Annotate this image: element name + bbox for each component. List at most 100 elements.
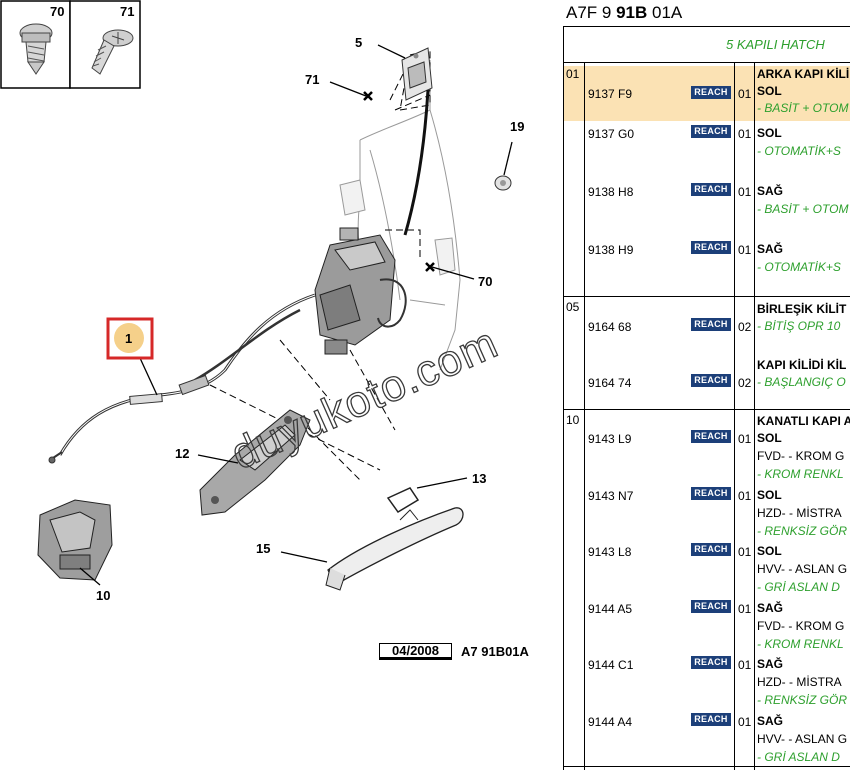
row-variant: HZD- - MİSTRA	[757, 675, 842, 689]
part-1-control-cable	[48, 293, 316, 464]
row-note: - KROM RENKL	[757, 467, 844, 481]
row-note: - BAŞLANGIÇ O	[757, 375, 846, 389]
callout-leader-lines	[79, 44, 513, 586]
col-line-3	[754, 63, 755, 770]
callout-13: 13	[472, 471, 486, 486]
latch-cable	[403, 89, 430, 236]
reach-badge: REACH	[691, 183, 731, 196]
reach-badge: REACH	[691, 713, 731, 726]
callout-1-highlight[interactable]: 1	[106, 317, 154, 360]
col-line-2	[734, 63, 735, 770]
row-note: - BASİT + OTOM	[757, 101, 849, 115]
row-note: - GRİ ASLAN D	[757, 580, 840, 594]
row-title: KAPI KİLİDİ KİL	[757, 358, 847, 372]
row-note: - KROM RENKL	[757, 637, 844, 651]
part-qty: 01	[738, 243, 752, 257]
screw-71-icon	[91, 29, 134, 75]
reach-badge: REACH	[691, 487, 731, 500]
part-qty: 01	[738, 545, 752, 559]
screw-position-marks	[363, 91, 435, 272]
part-qty: 01	[738, 658, 752, 672]
reach-badge: REACH	[691, 86, 731, 99]
watermark-text: duyukoto.com	[224, 318, 505, 479]
part-ref: 9144 C1	[588, 658, 634, 672]
callout-19: 19	[510, 119, 524, 134]
callout-71: 71	[305, 72, 319, 87]
row-side: SOL	[757, 488, 782, 502]
row-variant: HVV- - ASLAN G	[757, 562, 848, 576]
reach-badge: REACH	[691, 125, 731, 138]
row-variant: FVD- - KROM G	[757, 619, 845, 633]
parts-table-body: 01 05 10 ARKA KAPI KİLİ 9137 F9 REACH 01…	[563, 63, 850, 770]
part-qty: 01	[738, 715, 752, 729]
part-ref: 9137 F9	[588, 87, 633, 101]
row-note: - RENKSİZ GÖR	[757, 524, 848, 538]
part-10-inner-carrier	[37, 499, 113, 581]
part-qty: 01	[738, 127, 752, 141]
group-separator-05	[564, 296, 850, 297]
reach-badge: REACH	[691, 318, 731, 331]
door-latch-assembly	[314, 227, 407, 355]
row-note: - BİTİŞ OPR 10	[757, 319, 841, 333]
part-5-striker	[401, 47, 433, 101]
reach-badge: REACH	[691, 600, 731, 613]
callout-15: 15	[256, 541, 270, 556]
part-ref: 9138 H9	[588, 243, 634, 257]
screw-box-label-71: 71	[120, 4, 134, 19]
row-side: SAĞ	[757, 184, 784, 198]
part-qty: 01	[738, 432, 752, 446]
table-bottom-line	[564, 766, 850, 767]
reach-badge: REACH	[691, 374, 731, 387]
screw-70-icon	[19, 23, 53, 75]
diagram-code: A7 91B01A	[461, 644, 529, 659]
exploded-parts-diagram: 70 71	[0, 0, 524, 603]
row-side: SOL	[757, 126, 782, 140]
row-variant: HVV- - ASLAN G	[757, 732, 848, 746]
door-shell	[339, 60, 461, 371]
reach-badge: REACH	[691, 656, 731, 669]
part-15-outside-handle	[325, 507, 464, 591]
row-variant: HZD- - MİSTRA	[757, 506, 842, 520]
parts-table-subheader: 5 KAPILI HATCH	[563, 26, 850, 63]
group-separator-10	[564, 409, 850, 410]
part-qty: 02	[738, 320, 752, 334]
part-qty: 01	[738, 489, 752, 503]
reach-badge: REACH	[691, 241, 731, 254]
row-title: ARKA KAPI KİLİ	[757, 67, 850, 81]
header-prefix: A7F 9	[566, 3, 617, 22]
part-ref: 9144 A5	[588, 602, 633, 616]
row-side: SOL	[757, 84, 782, 98]
row-variant: FVD- - KROM G	[757, 449, 845, 463]
part-ref: 9164 74	[588, 376, 632, 390]
row-note: - RENKSİZ GÖR	[757, 693, 848, 707]
part-ref: 9143 L9	[588, 432, 632, 446]
parts-table-header: A7F 9 91B 01A	[563, 0, 850, 26]
row-note: - GRİ ASLAN D	[757, 750, 840, 764]
row-title: BİRLEŞİK KİLİT	[757, 302, 847, 316]
part-qty: 02	[738, 376, 752, 390]
row-side: SAĞ	[757, 601, 784, 615]
row-side: SOL	[757, 544, 782, 558]
part-ref: 9137 G0	[588, 127, 635, 141]
part-12-handle-bracket	[199, 409, 311, 516]
callout-10: 10	[96, 588, 110, 603]
col-line-1	[584, 63, 585, 770]
header-bold: 91B	[616, 3, 648, 22]
group-number: 05	[566, 300, 580, 314]
callout-12: 12	[175, 446, 189, 461]
part-qty: 01	[738, 87, 752, 101]
reach-badge: REACH	[691, 543, 731, 556]
group-number: 01	[566, 67, 580, 81]
row-side: SAĞ	[757, 242, 784, 256]
reach-badge: REACH	[691, 430, 731, 443]
callout-1: 1	[125, 331, 132, 346]
screw-box-label-70: 70	[50, 4, 64, 19]
row-note: - OTOMATİK+S	[757, 260, 841, 274]
header-suffix: 01A	[647, 3, 683, 22]
callout-70: 70	[478, 274, 492, 289]
part-13-gasket	[386, 487, 420, 513]
part-ref: 9138 H8	[588, 185, 634, 199]
part-19-grommet	[494, 175, 512, 191]
callout-5: 5	[355, 35, 362, 50]
part-ref: 9144 A4	[588, 715, 633, 729]
